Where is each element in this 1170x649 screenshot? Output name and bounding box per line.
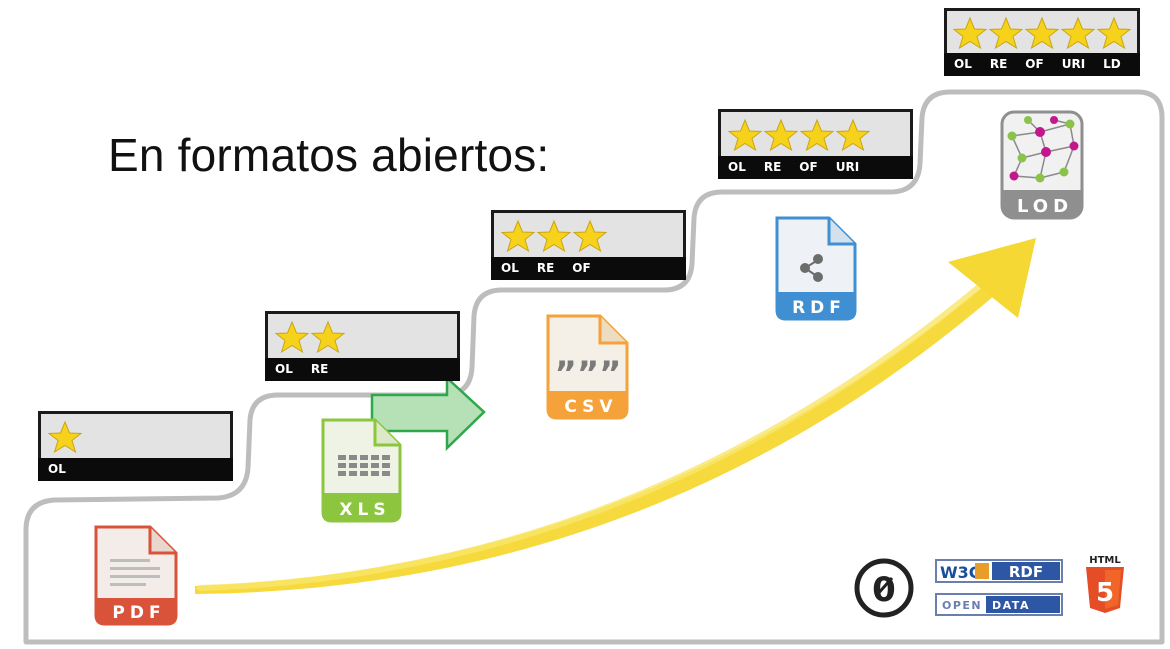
one-star-badge: OL xyxy=(38,411,233,481)
csv-label: CSV xyxy=(564,397,617,417)
two-star-badge: OL RE xyxy=(265,311,460,381)
xls-file-icon: XLS xyxy=(321,418,402,523)
level-label: URI xyxy=(835,160,860,174)
star-icon xyxy=(835,118,871,152)
progress-arrow-head xyxy=(948,238,1036,318)
level-label: OL xyxy=(954,57,972,71)
level-label: OL xyxy=(48,462,66,476)
level-label: RE xyxy=(763,160,782,174)
star-icon xyxy=(952,16,988,50)
level-label: RE xyxy=(989,57,1008,71)
w3c-text: W3C xyxy=(940,563,981,582)
level-label: OL xyxy=(275,362,293,376)
level-label: OF xyxy=(799,160,818,174)
rdf-badge-text: RDF xyxy=(1009,563,1043,581)
lod-file-icon: LOD xyxy=(1000,110,1084,220)
rdf-file-icon: RDF xyxy=(775,216,857,321)
cc-zero-text: 0 xyxy=(872,570,896,610)
w3c-rdf-logo: W3C RDF xyxy=(935,559,1063,583)
star-icon xyxy=(500,219,536,253)
level-label: URI xyxy=(1061,57,1086,71)
pdf-label: PDF xyxy=(112,603,165,623)
open-text: OPEN xyxy=(942,599,982,612)
level-label: OF xyxy=(1025,57,1044,71)
csv-quote-glyph: ””” xyxy=(554,354,621,394)
level-label: LD xyxy=(1103,57,1121,71)
star-icon xyxy=(1024,16,1060,50)
star-row xyxy=(727,118,871,152)
level-label: OL xyxy=(728,160,746,174)
star-icon xyxy=(536,219,572,253)
level-label: RE xyxy=(536,261,555,275)
star-icon xyxy=(1096,16,1132,50)
five-star-badge: OL RE OF URI LD xyxy=(944,8,1140,76)
star-icon xyxy=(1060,16,1096,50)
csv-file-icon: ””” CSV xyxy=(546,314,629,420)
level-label: RE xyxy=(310,362,329,376)
data-text: DATA xyxy=(992,599,1030,612)
pdf-file-icon: PDF xyxy=(94,525,178,626)
html5-logo: HTML 5 xyxy=(1086,555,1124,613)
star-row xyxy=(500,219,608,253)
star-icon xyxy=(47,420,83,454)
star-row xyxy=(952,16,1132,50)
share-node-icon xyxy=(800,254,823,282)
star-row xyxy=(47,420,83,454)
page-title: En formatos abiertos: xyxy=(108,129,550,181)
html5-number: 5 xyxy=(1096,578,1114,608)
progress-arrow-shaft-highlight xyxy=(197,273,995,591)
star-icon xyxy=(988,16,1024,50)
star-row xyxy=(274,320,346,354)
staircase-outline xyxy=(23,89,1165,645)
level-label: OL xyxy=(501,261,519,275)
xls-label: XLS xyxy=(339,500,390,520)
level-label: OF xyxy=(572,261,591,275)
star-icon xyxy=(310,320,346,354)
star-icon xyxy=(727,118,763,152)
rdf-label: RDF xyxy=(792,298,846,318)
lod-label: LOD xyxy=(1017,196,1073,217)
star-icon xyxy=(274,320,310,354)
star-icon xyxy=(799,118,835,152)
star-icon xyxy=(572,219,608,253)
star-icon xyxy=(763,118,799,152)
three-star-badge: OL RE OF xyxy=(491,210,686,280)
four-star-badge: OL RE OF URI xyxy=(718,109,913,179)
html-text: HTML xyxy=(1089,555,1121,566)
open-data-logo: OPEN DATA xyxy=(935,593,1063,616)
cc-zero-logo: 0 xyxy=(854,558,914,618)
